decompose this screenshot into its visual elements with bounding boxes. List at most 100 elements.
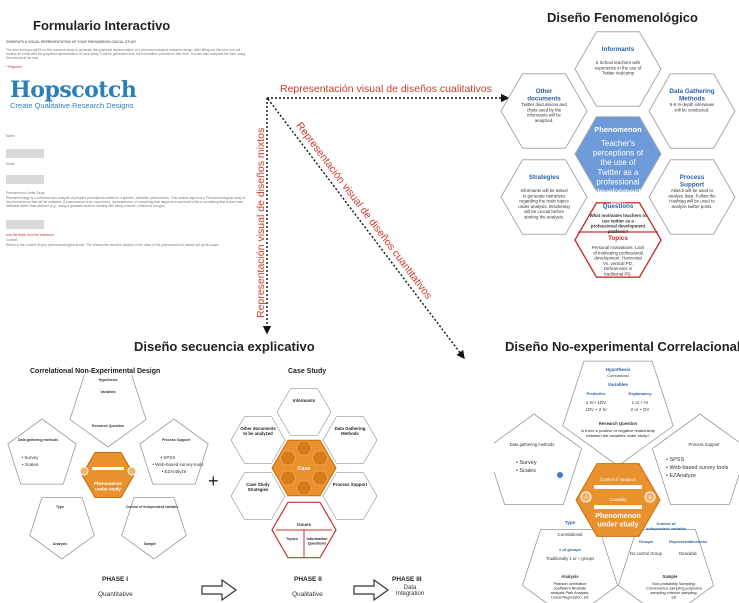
topics-label: Topics [286, 537, 298, 541]
seq-pent-control [121, 497, 187, 560]
case-subhex-5 [295, 480, 313, 496]
section2-label: Add the fields from the reference [6, 233, 54, 237]
form-heading: GENERATE A VISUAL REPRESENTATION OF YOUR… [6, 40, 137, 44]
seq-control-label: Control of independent variable [126, 505, 179, 509]
phenom-cell-title: Phenomenon [594, 125, 642, 134]
phenom-cell-title: Informants [602, 46, 635, 53]
name-field[interactable] [6, 149, 44, 158]
case-hex-1 [230, 416, 286, 464]
seq-pent-hypothesis [69, 375, 147, 448]
phase2-label: PHASE II [294, 576, 322, 583]
phase3-label: PHASE III [392, 576, 422, 583]
phase-arrow-1 [201, 578, 238, 602]
seq-scales-item: • Scales [22, 462, 39, 467]
phenom-hex-informants [574, 31, 662, 107]
seq-plus-icon [127, 466, 137, 476]
arrow-quantitative [267, 98, 465, 360]
nonexp-plus-icon [644, 491, 656, 503]
nonexp-pred-1: 1 IV+ 1DV [586, 400, 606, 405]
nonexp-pentagon-diagram: −+Control of VarianceCausalityPhenomenon… [494, 360, 739, 603]
nonexp-repr: Representativeness [669, 539, 708, 544]
nonexp-rq-title: Research Question [599, 421, 638, 426]
nonexp-pent-process [651, 413, 739, 505]
nonexp-sample-text: Non-probability Sampling:Convenience sam… [646, 582, 702, 600]
nonexp-pent-control [617, 529, 715, 603]
seq-slider-track [92, 467, 124, 470]
phenom-field[interactable] [6, 220, 44, 229]
mixed-arrow-label: Representación visual de diseños mixtos [255, 127, 267, 318]
nonexp-hypothesis: Hypothesis [606, 367, 631, 372]
seq-analysis-label: Analysis [53, 542, 67, 546]
nonexp-scales: • Scales [516, 468, 536, 474]
nonexp-explanatory: Explanatory [629, 391, 653, 396]
nonexp-sample: Sample [663, 574, 679, 579]
nonexp-process: Process Support [689, 442, 721, 447]
email-label: Email [6, 162, 15, 166]
nonexp-minus-icon [580, 491, 592, 503]
phenom-title: Diseño Fenomenológico [547, 10, 698, 25]
nonexp-slider-1 [594, 485, 642, 489]
nonexp-pent-dgm [494, 413, 583, 505]
seq-variables-label: Variables [100, 390, 115, 394]
nonexp-center-hex [575, 463, 661, 537]
nonexp-survey: • Survey [516, 460, 537, 466]
nonexp-expl-2: 2 or + DV [631, 407, 650, 412]
qual-arrow-label: Representación visual de diseños cualita… [280, 83, 492, 95]
case-subhex-1 [279, 450, 297, 466]
phenom-hex-phenomenon [574, 116, 662, 192]
phase1-label: PHASE I [102, 576, 129, 583]
nonexp-hyp-sub: Correlational [607, 374, 629, 378]
phenom-cell-title: Topics [608, 235, 628, 242]
phenom-cell-title: Questions [603, 203, 634, 210]
phenom-hex-strategies [500, 159, 588, 235]
case-hex-0 [276, 388, 332, 436]
nonexp-analysis: Analysis [561, 574, 579, 579]
section2-sub: Context [6, 238, 18, 242]
phase3-sub: Data Integration [395, 585, 425, 597]
nonexp-groups-val: Traditionally 1 or + groups [546, 556, 594, 561]
phenom-help: Phenomenology is a collection and analys… [6, 196, 246, 209]
nonexp-causality-label: Causality [609, 497, 627, 502]
seq-dgm-label: Data gathering methods [18, 438, 58, 442]
issues-label: Issues [297, 522, 312, 527]
seq-process-label: Process Support [162, 438, 191, 442]
case-subhex-3 [279, 470, 297, 486]
seq-ez-item: • EZAnalyze [162, 469, 187, 474]
nonexp-spss: • SPSS [666, 457, 684, 463]
phase1-sub: Quantitative [98, 591, 133, 598]
nonexp-pent-type [521, 529, 619, 603]
form-intro: The form that you will fill on this rese… [6, 48, 246, 61]
form-required: * Required [6, 65, 22, 69]
form-preview: GENERATE A VISUAL REPRESENTATION OF YOUR… [6, 40, 250, 290]
case-hex-label: Process Support [333, 482, 368, 487]
seq-title: Diseño secuencia explicativo [134, 339, 315, 354]
form-title: Formulario Interactivo [33, 18, 171, 33]
phenom-hex-other-documents [500, 73, 588, 149]
nonexp-plus-glyph: + [648, 495, 652, 502]
seq-pent-data-gathering [7, 418, 77, 485]
nonexp-expl-1: 1 or + IV [632, 400, 649, 405]
seq-pent-type [29, 497, 95, 560]
hopscotch-logo: Hopscotch Create Qualitative Research De… [10, 77, 137, 110]
seq-rq-label: Research Question [92, 424, 124, 428]
seq-hypothesis-label: Hypothesis [99, 378, 118, 382]
nonexp-nocontrol: No control Group [630, 551, 663, 556]
nonexp-pred-2: 1DV + 2 IV [585, 407, 606, 412]
email-field[interactable] [6, 175, 44, 184]
phase2-sub: Qualitative [292, 591, 323, 598]
nonexp-title: Diseño No-experimental Correlacional [505, 339, 739, 354]
